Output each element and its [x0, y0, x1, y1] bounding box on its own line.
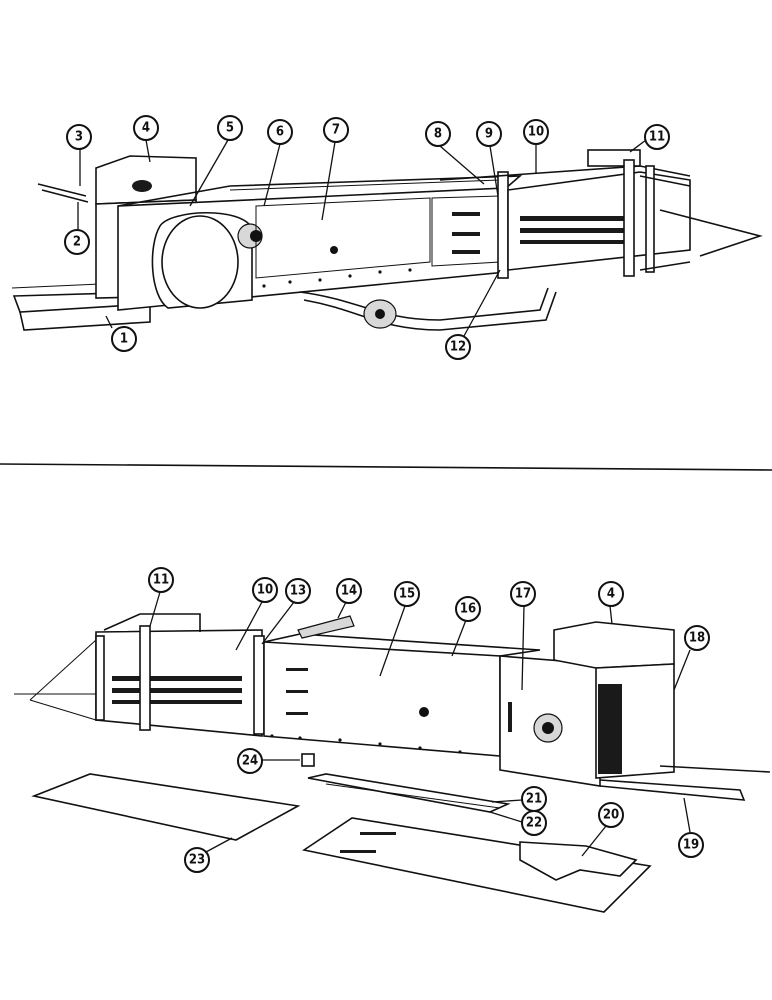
- svg-text:24: 24: [242, 754, 258, 769]
- svg-text:13: 13: [290, 584, 306, 599]
- callout-12: 12: [445, 269, 501, 360]
- upper-callouts: 1 2 3 4 5 6 7 8 9 10 11 12: [64, 115, 670, 360]
- svg-text:4: 4: [142, 121, 150, 136]
- svg-text:16: 16: [460, 602, 476, 617]
- divider-line: [0, 463, 772, 471]
- svg-text:21: 21: [526, 792, 542, 807]
- svg-text:7: 7: [332, 123, 340, 138]
- callout-10: 10: [523, 119, 549, 174]
- callout-4-lower: 4: [598, 581, 624, 625]
- callout-24: 24: [237, 748, 300, 774]
- svg-text:17: 17: [515, 587, 531, 602]
- svg-text:4: 4: [607, 587, 615, 602]
- svg-text:10: 10: [528, 125, 544, 140]
- callout-17: 17: [510, 581, 536, 691]
- svg-text:6: 6: [276, 125, 284, 140]
- svg-text:5: 5: [226, 121, 234, 136]
- svg-text:11: 11: [649, 130, 665, 145]
- svg-text:12: 12: [450, 340, 466, 355]
- svg-text:3: 3: [75, 130, 83, 145]
- callout-14: 14: [336, 578, 362, 619]
- svg-text:15: 15: [399, 587, 415, 602]
- callout-19: 19: [678, 797, 704, 858]
- callout-15: 15: [379, 581, 420, 677]
- callout-21: 21: [491, 786, 547, 812]
- callout-8: 8: [425, 121, 485, 185]
- callout-20: 20: [581, 802, 624, 857]
- callout-6: 6: [263, 119, 293, 207]
- callout-23: 23: [184, 837, 233, 873]
- callout-9: 9: [476, 121, 502, 197]
- callout-11-lower: 11: [148, 567, 174, 627]
- lower-callouts: 11 10 13 14 15 16 17 4 18 24 21 22 20 19…: [148, 567, 710, 873]
- callout-3: 3: [66, 124, 92, 186]
- svg-text:14: 14: [341, 584, 357, 599]
- callout-22: 22: [489, 810, 547, 836]
- lower-assembly: [14, 613, 771, 913]
- svg-text:2: 2: [73, 235, 81, 250]
- callout-2: 2: [64, 202, 90, 255]
- callout-13: 13: [261, 578, 311, 645]
- svg-text:9: 9: [485, 127, 493, 142]
- svg-text:20: 20: [603, 808, 619, 823]
- svg-text:23: 23: [189, 853, 205, 868]
- svg-text:22: 22: [526, 816, 542, 831]
- svg-text:10: 10: [257, 583, 273, 598]
- callout-16: 16: [451, 596, 481, 657]
- callout-10-lower: 10: [235, 577, 278, 651]
- svg-text:19: 19: [683, 838, 699, 853]
- callout-1: 1: [105, 315, 137, 352]
- svg-text:18: 18: [689, 631, 705, 646]
- upper-assembly: [11, 149, 763, 331]
- svg-text:1: 1: [120, 332, 128, 347]
- svg-text:11: 11: [153, 573, 169, 588]
- callout-18: 18: [673, 625, 710, 691]
- callout-4: 4: [133, 115, 159, 163]
- callout-5: 5: [189, 115, 243, 207]
- callout-7: 7: [321, 117, 349, 221]
- svg-text:8: 8: [434, 127, 442, 142]
- callout-11: 11: [629, 124, 670, 153]
